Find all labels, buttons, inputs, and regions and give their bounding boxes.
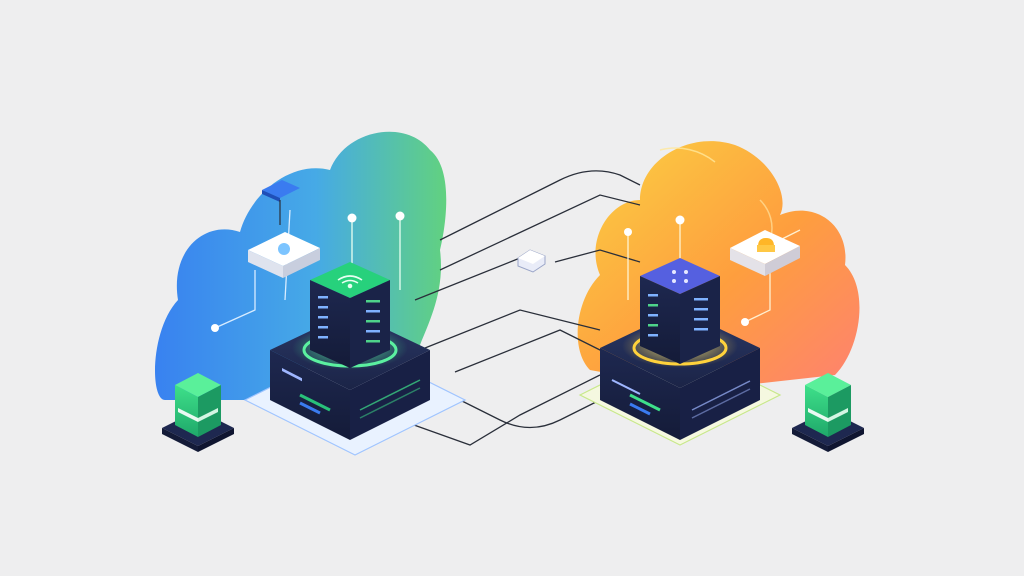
right-tower-rack <box>648 294 708 337</box>
connector-chip <box>517 249 546 273</box>
left-tower-rack <box>318 296 380 343</box>
right-server <box>578 258 782 446</box>
right-storage-cube <box>792 373 864 452</box>
left-base-panel <box>282 367 421 419</box>
left-storage-cube <box>162 373 234 452</box>
grid-dots-icon <box>672 270 688 283</box>
floating-tag-icon <box>262 180 300 225</box>
left-floating-module <box>248 232 320 278</box>
lock-icon <box>758 238 774 246</box>
right-base-panel <box>611 379 751 419</box>
left-server <box>243 262 467 456</box>
wifi-icon <box>337 275 363 289</box>
right-floating-module <box>730 230 800 276</box>
module-dot-icon <box>278 243 290 255</box>
